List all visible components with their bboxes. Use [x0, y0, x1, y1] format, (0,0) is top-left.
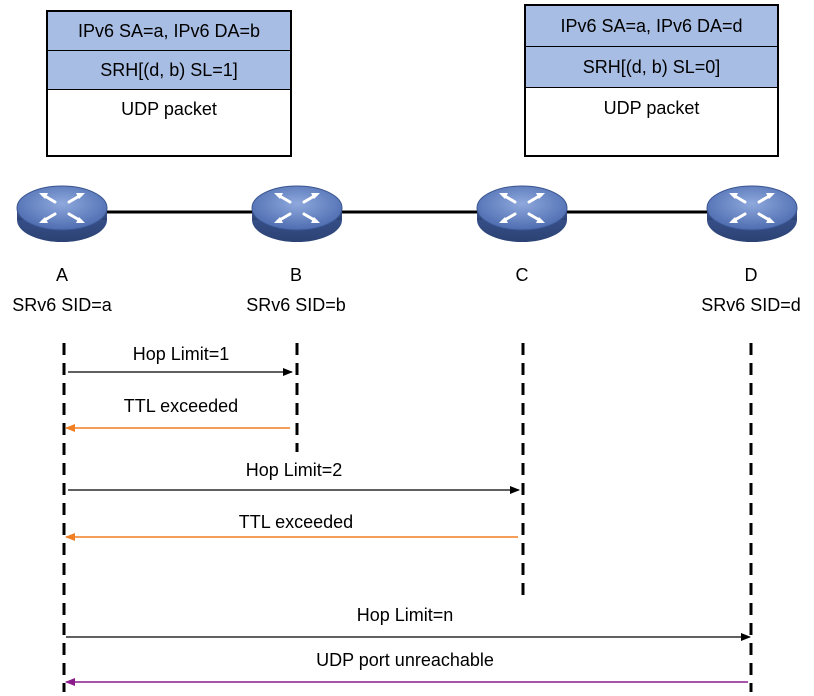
router-icon: [250, 184, 344, 244]
udp-row: UDP packet: [603, 98, 700, 118]
packet-stack-a-to-b: IPv6 SA=a, IPv6 DA=b SRH[(d, b) SL=1] UD…: [46, 10, 292, 157]
router-icon: [475, 184, 569, 244]
node-name-a: A: [55, 265, 69, 285]
node-name-b: B: [289, 265, 303, 285]
packet-stack-b-to-d: IPv6 SA=a, IPv6 DA=d SRH[(d, b) SL=0] UD…: [524, 4, 779, 157]
node-sid-b: SRv6 SID=b: [246, 295, 346, 315]
lifelines: [62, 343, 753, 692]
message-label-hop-limit-2: Hop Limit=2: [245, 460, 343, 480]
message-label-ttl-exceeded-c: TTL exceeded: [238, 512, 354, 532]
srh-row: SRH[(d, b) SL=0]: [526, 47, 777, 88]
router-icon: [15, 184, 109, 244]
node-name-d: D: [744, 265, 758, 285]
udp-row: UDP packet: [121, 99, 217, 119]
message-label-hop-limit-n: Hop Limit=n: [356, 605, 454, 625]
message-label-udp-port-unreachable: UDP port unreachable: [316, 650, 494, 670]
ipv6-header-row: IPv6 SA=a, IPv6 DA=d: [526, 6, 777, 47]
node-name-c: C: [515, 265, 529, 285]
message-label-hop-limit-1: Hop Limit=1: [132, 344, 230, 364]
ipv6-header-row: IPv6 SA=a, IPv6 DA=b: [48, 12, 290, 51]
router-icon: [705, 184, 799, 244]
srh-row: SRH[(d, b) SL=1]: [48, 51, 290, 90]
message-label-ttl-exceeded-b: TTL exceeded: [123, 396, 239, 416]
node-sid-d: SRv6 SID=d: [701, 295, 801, 315]
node-sid-a: SRv6 SID=a: [12, 295, 112, 315]
